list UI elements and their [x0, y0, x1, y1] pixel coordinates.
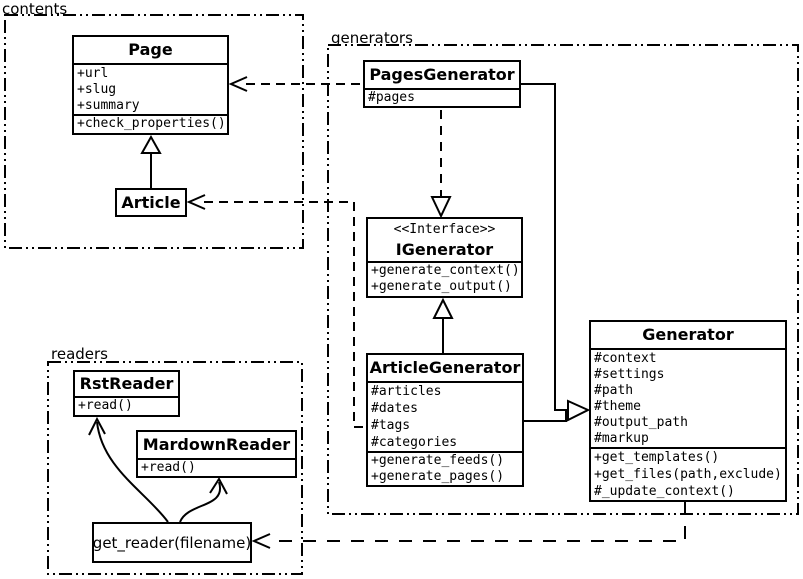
attributes-compartment: #pages [365, 88, 519, 106]
inheritance-triangle-icon [432, 297, 454, 319]
class-title: Generator [642, 325, 734, 344]
method: +generate_context() [371, 263, 520, 278]
attribute: +slug [77, 82, 117, 97]
class-title: RstReader [79, 374, 174, 393]
open-arrow-icon [228, 76, 248, 92]
attribute: #path [594, 383, 634, 398]
method: +read() [78, 398, 133, 413]
edge-pagesgenerator-generator [521, 83, 568, 411]
package-label-readers: readers [51, 345, 108, 363]
method: +read() [141, 460, 196, 475]
edge-articlegenerator-article [204, 201, 366, 428]
class-title: Page [128, 40, 173, 59]
class-igenerator: <<Interface>> IGenerator +generate_conte… [366, 217, 523, 298]
class-pages-generator: PagesGenerator #pages [363, 60, 521, 108]
method: +generate_feeds() [371, 453, 505, 468]
method: +generate_pages() [371, 469, 505, 484]
class-article: Article [115, 188, 187, 217]
package-frame-contents [4, 14, 304, 249]
function-get-reader: get_reader(filename) [92, 522, 252, 563]
inheritance-triangle-icon [567, 399, 591, 422]
edge-getreader-mardownreader [179, 481, 222, 523]
methods-compartment: +read() [138, 458, 295, 476]
class-rst-reader: RstReader +read() [73, 370, 180, 417]
method: +get_templates() [594, 450, 720, 465]
attribute: +url [77, 66, 109, 81]
attribute: #theme [594, 399, 641, 414]
class-title: IGenerator [395, 240, 494, 259]
method: #_update_context() [594, 484, 735, 499]
edge-generator-getreader [270, 502, 686, 542]
title-compartment: <<Interface>> IGenerator [368, 219, 521, 261]
methods-compartment: +generate_context() +generate_output() [368, 261, 521, 295]
edge-articlegenerator-generator [524, 410, 568, 422]
class-title: PagesGenerator [369, 65, 515, 84]
attributes-compartment: #articles #dates #tags #categories [368, 381, 522, 451]
package-frame-generators [327, 44, 799, 515]
class-page: Page +url +slug +summary +check_properti… [72, 35, 229, 135]
inheritance-triangle-icon [140, 134, 162, 154]
class-mardown-reader: MardownReader +read() [136, 430, 297, 478]
methods-compartment: +get_templates() +get_files(path,exclude… [591, 447, 785, 500]
attribute: +summary [77, 98, 140, 113]
open-arrow-icon [209, 477, 228, 495]
class-title: MardownReader [142, 435, 291, 454]
class-generator: Generator #context #settings #path #them… [589, 320, 787, 502]
package-label-generators: generators [331, 29, 413, 47]
attribute: #context [594, 351, 657, 366]
realization-triangle-icon [430, 196, 452, 219]
attribute: #output_path [594, 415, 688, 430]
package-label-contents: contents [2, 0, 68, 18]
attribute: #pages [368, 90, 415, 105]
attributes-compartment: +url +slug +summary [74, 63, 227, 114]
stereotype-label: <<Interface>> [393, 222, 496, 237]
class-article-generator: ArticleGenerator #articles #dates #tags … [366, 353, 524, 487]
attribute: #dates [371, 401, 418, 416]
open-arrow-icon [186, 194, 206, 210]
method: +generate_output() [371, 279, 512, 294]
attributes-compartment: #context #settings #path #theme #output_… [591, 348, 785, 447]
class-title: ArticleGenerator [369, 358, 521, 377]
attribute: #categories [371, 435, 458, 450]
attribute: #tags [371, 418, 411, 433]
attribute: #articles [371, 384, 442, 399]
method: +check_properties() [77, 116, 226, 131]
methods-compartment: +read() [75, 396, 178, 414]
attribute: #settings [594, 367, 665, 382]
method: +get_files(path,exclude) [594, 467, 782, 482]
edge-getreader-rstreader [96, 421, 169, 523]
package-frame-readers [47, 361, 303, 575]
class-title: Article [121, 193, 181, 212]
open-arrow-icon [88, 416, 106, 436]
open-arrow-icon [251, 533, 271, 549]
methods-compartment: +check_properties() [74, 114, 227, 132]
attribute: #markup [594, 431, 649, 446]
methods-compartment: +generate_feeds() +generate_pages() [368, 451, 522, 485]
